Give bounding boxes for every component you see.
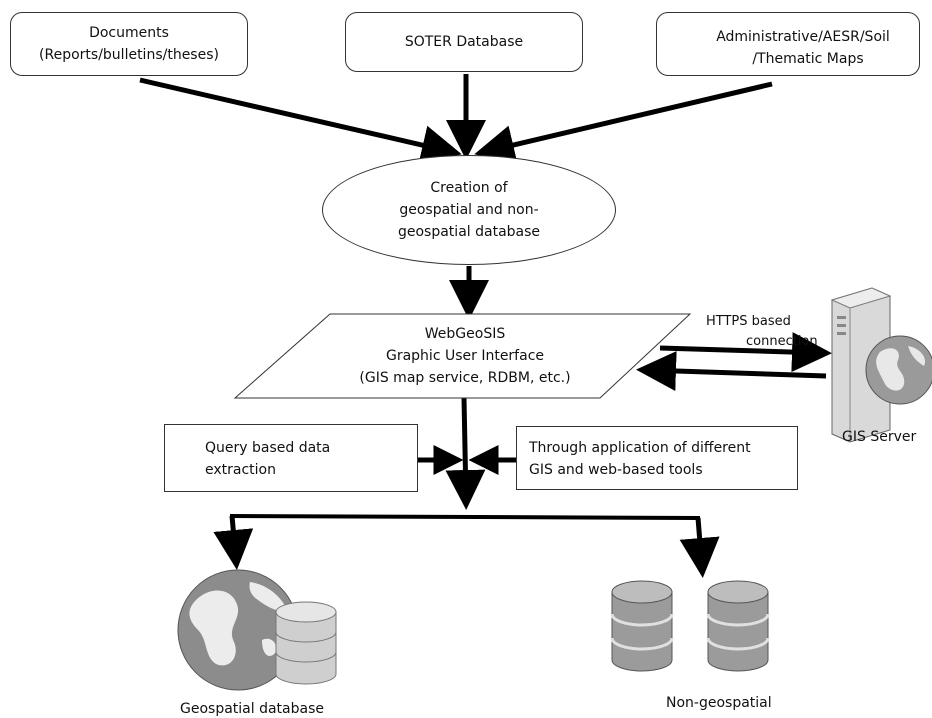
documents-subtitle: (Reports/bulletins/theses) (39, 47, 219, 63)
creation-line-2: geospatial and non- (399, 202, 539, 218)
non-geospatial-label: Non-geospatial (666, 695, 772, 711)
gis-server-label: GIS Server (842, 429, 917, 445)
creation-ellipse: Creation of geospatial and non- geospati… (322, 155, 616, 265)
globe-database-icon (177, 569, 337, 691)
webgeosis-text: WebGeoSIS Graphic User Interface (GIS ma… (300, 316, 630, 396)
documents-box: Documents (Reports/bulletins/theses) (10, 12, 248, 76)
documents-title: Documents (89, 25, 169, 41)
database-cylinders-icon (610, 580, 770, 672)
creation-line-3: geospatial database (397, 224, 541, 240)
webgeosis-title: WebGeoSIS (424, 326, 506, 342)
line-webgeosis-down (445, 397, 486, 510)
query-line-1: Query based data (205, 440, 331, 456)
maps-line-2: /Thematic Maps (752, 51, 864, 67)
server-globe-icon (830, 287, 932, 443)
through-line-2: GIS and web-based tools (529, 462, 703, 478)
geospatial-database-label: Geospatial database (180, 701, 324, 717)
https-line-2: connection (746, 334, 818, 349)
arrow-to-geospatial (213, 515, 254, 570)
line-split-horizontal (229, 514, 701, 520)
https-connection-label: HTTPS based connection (706, 312, 836, 352)
arrow-server-to-webgeosis (636, 351, 827, 391)
soter-database-label: SOTER Database (404, 34, 524, 50)
arrow-documents-to-creation (139, 77, 462, 165)
arrow-to-nongeospatial (679, 517, 720, 578)
webgeosis-subtitle: Graphic User Interface (385, 348, 545, 364)
creation-line-1: Creation of (430, 180, 508, 196)
https-line-1: HTTPS based (706, 314, 791, 329)
through-tools-box: Through application of different GIS and… (516, 426, 798, 490)
maps-box: Administrative/AESR/Soil /Thematic Maps (656, 12, 920, 76)
soter-database-box: SOTER Database (345, 12, 583, 72)
arrow-webgeosis-to-server (659, 332, 832, 373)
query-extraction-box: Query based data extraction (164, 424, 418, 492)
maps-line-1: Administrative/AESR/Soil (716, 29, 890, 45)
through-line-1: Through application of different (529, 440, 751, 456)
arrow-maps-to-creation (474, 81, 773, 165)
webgeosis-parallelogram (233, 313, 692, 399)
query-line-2: extraction (205, 462, 276, 478)
webgeosis-detail: (GIS map service, RDBM, etc.) (359, 370, 571, 386)
